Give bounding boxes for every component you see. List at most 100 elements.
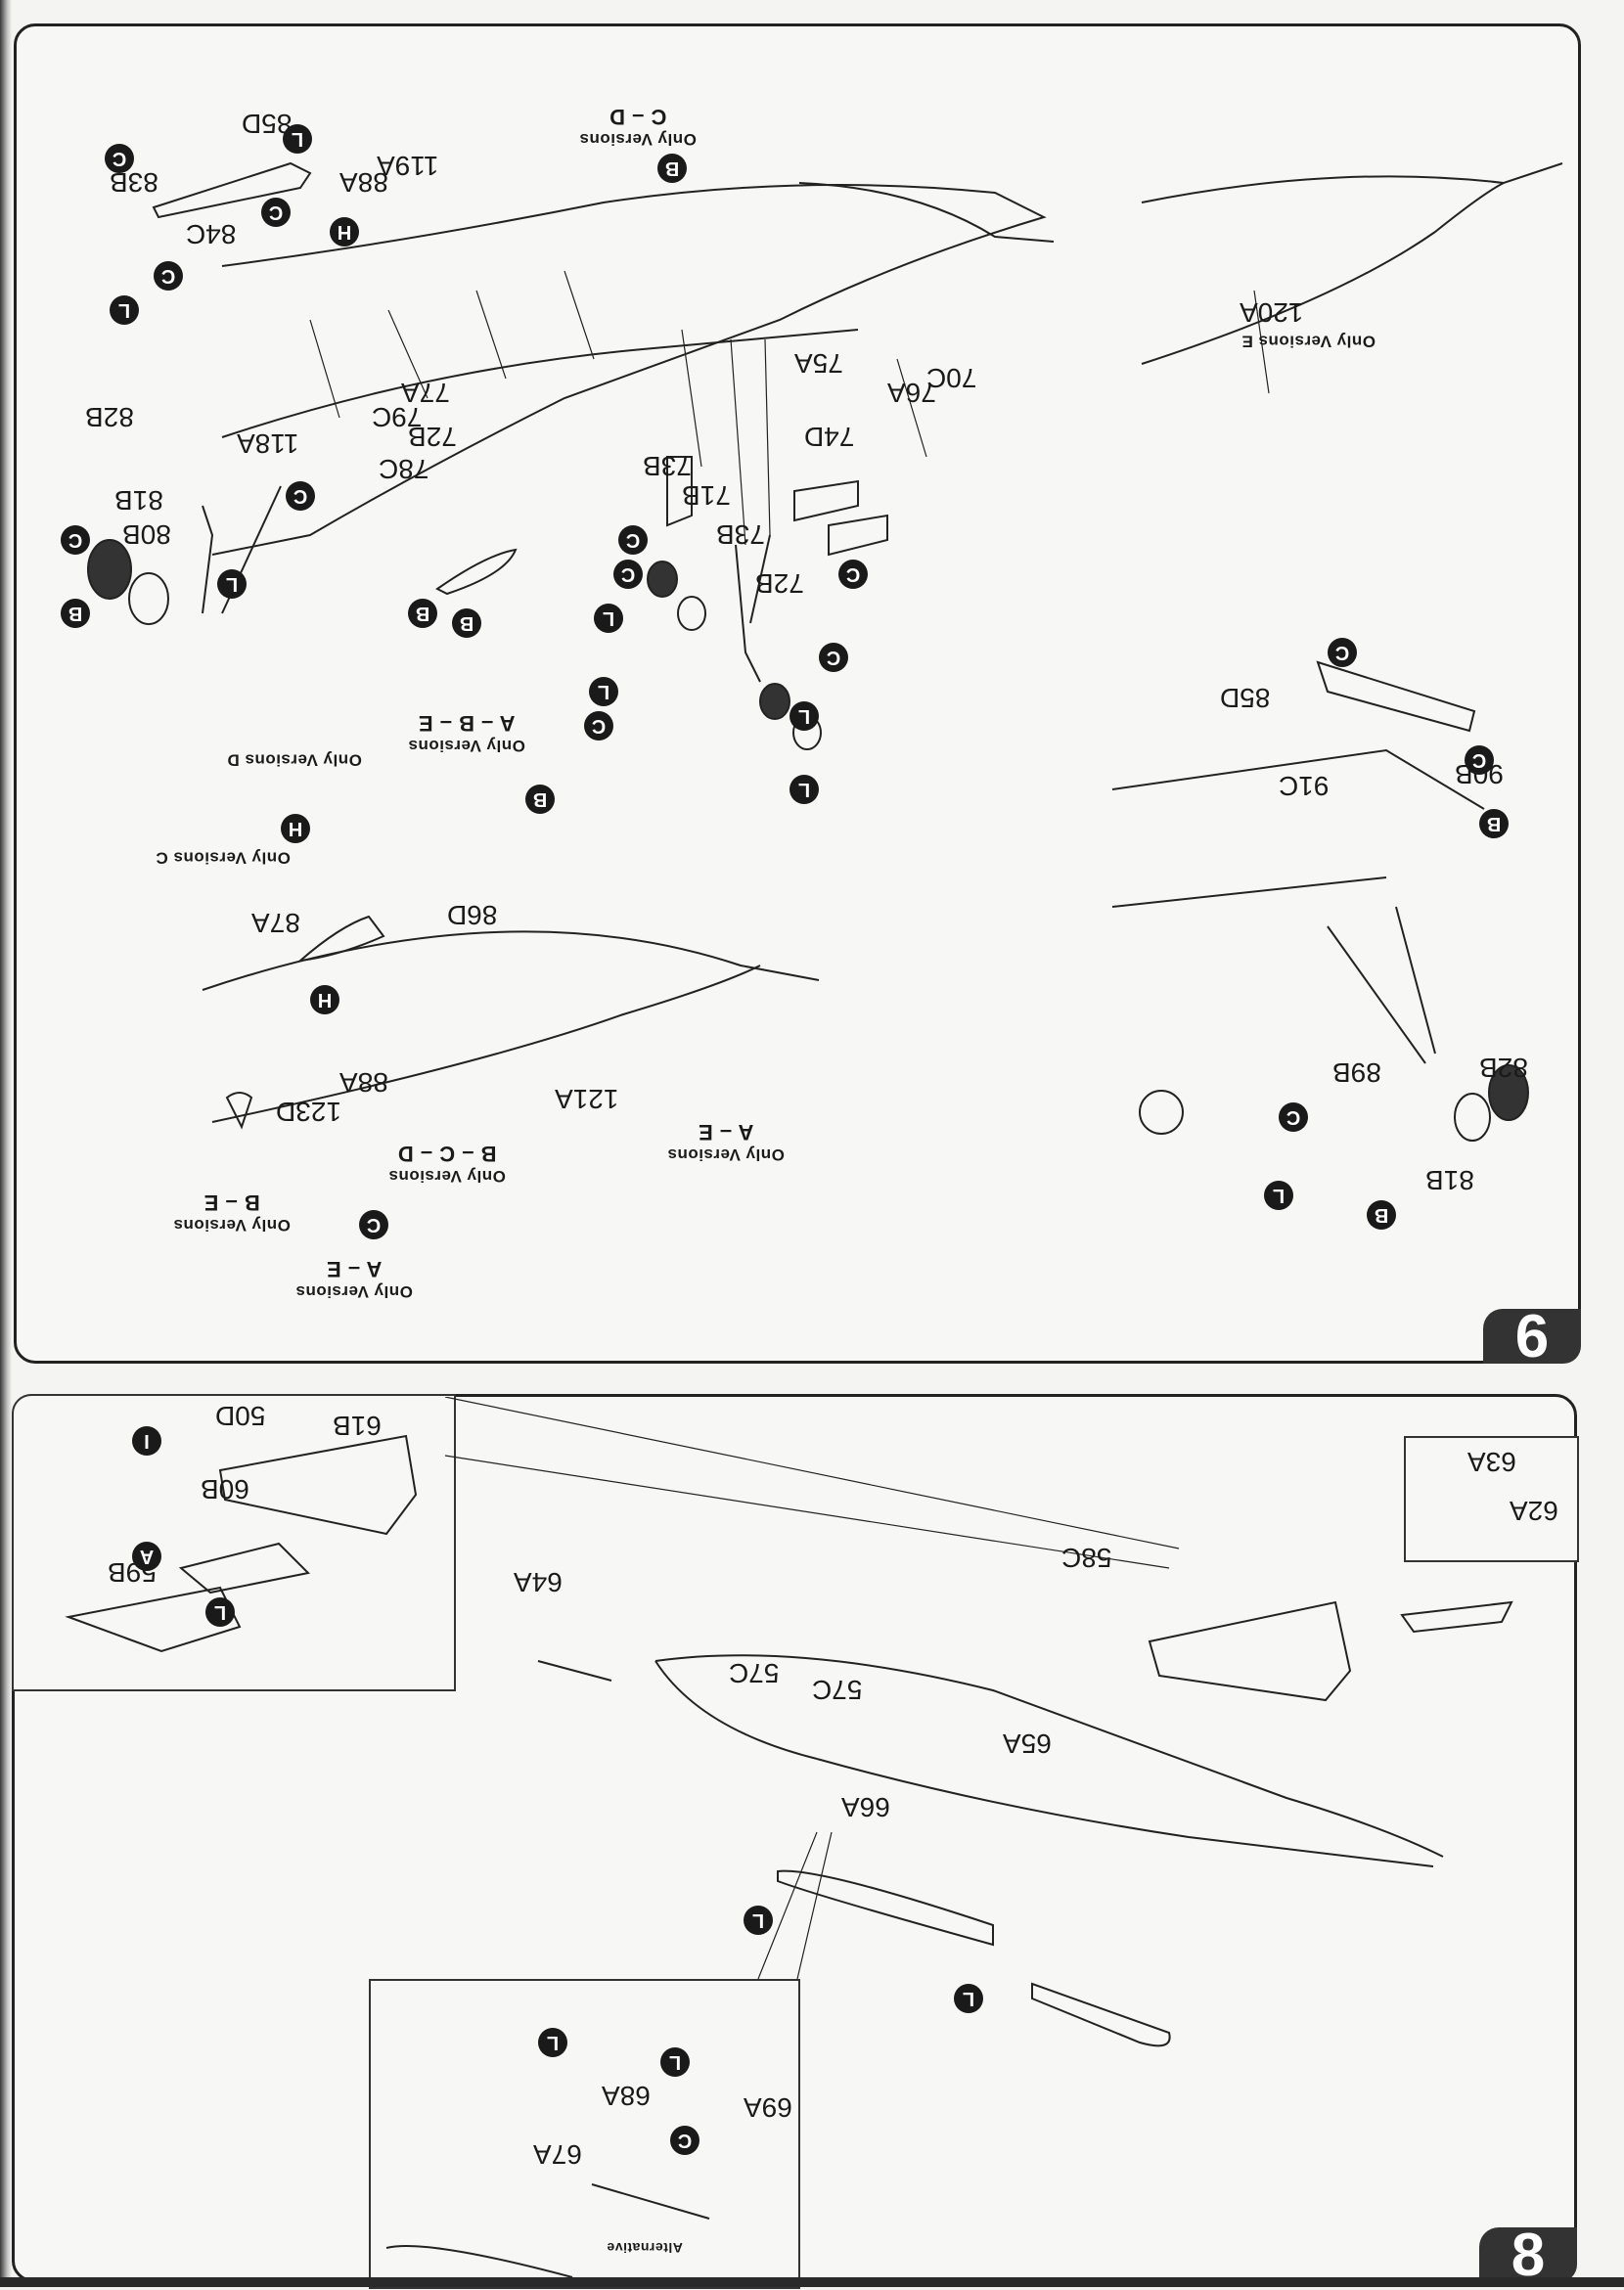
part-label-61b: 61B [333,1411,382,1441]
step-6-drawing [87,161,1563,1142]
note-versions-c-d: Only Versions C – D [579,105,697,149]
part-label-77a: 77A [401,378,450,408]
sprue-marker-c: C [286,481,315,511]
wheel-81b [128,572,169,625]
part-label-87a: 87A [251,908,300,938]
part-label-68a: 68A [602,2081,651,2111]
sprue-marker-l: L [110,295,139,325]
note-line: A – B – E [418,711,516,737]
wheel-73b-a [677,596,706,631]
part-label-121a: 121A [555,1084,619,1114]
sprue-marker-c: C [618,525,648,555]
note-versions-b-e: Only Versions B – E [173,1190,291,1235]
sprue-marker-c: C [613,560,643,589]
part-label-86d: 86D [447,900,498,930]
fuselage-main [654,1654,1444,1858]
nose-cone [798,182,1055,243]
sprue-marker-c: C [61,525,90,555]
sprue-marker-l: L [660,2047,690,2077]
fuselage-underside-outline [211,184,1047,556]
sprue-marker-c: C [838,560,868,589]
part-label-67a: 67A [533,2139,582,2170]
nose-gear-leg [735,534,771,683]
sprue-marker-c: C [261,198,291,227]
sprue-marker-c: C [105,144,134,173]
wheel-73b-b [759,683,790,720]
part-label-119a: 119A [377,151,439,181]
sprue-marker-b: B [1479,809,1509,838]
sprue-marker-b: B [61,599,90,628]
tail-panel-59b [65,1586,242,1653]
part-label-82b: 82B [85,402,134,432]
note-versions-a-e-lower: Only Versions A – E [295,1257,413,1301]
note-line: Only Versions [388,1166,506,1186]
step-8-panel: 50D 61B 60B 59B 64A 58C 57C 57C 66A 65A … [12,1394,1579,2289]
sprue-marker-c: C [1328,638,1357,667]
alt-pod-69a [591,2183,710,2220]
wheel-72b-a [647,561,678,598]
gear-leg-89b [1327,906,1436,1064]
part-label-72b-lower: 72B [755,568,804,599]
note-line: Alternative [607,2240,683,2257]
sprue-marker-l: L [744,1906,773,1935]
sprue-marker-l: L [1264,1181,1293,1210]
note-line: Only Versions [667,1145,785,1164]
sprue-marker-b: B [408,599,437,628]
note-versions-b-c-d: Only Versions B – C – D [388,1142,506,1186]
sprue-marker-b: B [525,785,555,814]
part-label-75a: 75A [794,348,843,379]
note-line: Only Versions E [1241,332,1376,351]
sprue-marker-a: A [132,1542,161,1571]
sprue-marker-l: L [954,1984,983,2013]
sprue-marker-l: L [538,2028,567,2057]
part-label-120a: 120A [1240,297,1304,328]
note-line: Only Versions [579,129,697,149]
door-76a [828,514,888,557]
sprue-marker-i: I [132,1426,161,1456]
door-90b [1316,660,1476,733]
sprue-marker-l: L [283,124,312,154]
alt-pod-67a [385,2245,573,2278]
part-label-118a: 118A [237,428,299,459]
fin-62a-63a [1400,1600,1513,1634]
note-line: A – E [698,1120,754,1145]
cone-be [225,1092,253,1130]
sprue-marker-b: B [452,608,481,638]
leader-to-alt-inset [757,1831,833,1980]
sprue-marker-b: B [657,154,687,183]
part-label-85d-right: 85D [1220,683,1271,713]
door-77a [666,456,693,527]
part-label-81b: 81B [114,485,163,516]
sprue-marker-h: H [330,217,359,247]
probe-64a [537,1660,612,1682]
page-binding-edge [0,0,12,2287]
part-label-88a-lower: 88A [339,1067,388,1098]
door-75a [793,479,859,522]
part-label-123d: 123D [276,1097,341,1127]
wheel-82b-right [1488,1064,1529,1121]
note-line: Only Versions D [227,750,362,770]
sprue-marker-l: L [589,677,618,706]
part-label-64a: 64A [514,1567,563,1597]
part-label-78c: 78C [379,454,429,484]
part-label-71b: 71B [682,480,731,511]
part-label-57c-right: 57C [812,1675,863,1705]
sprue-marker-c: C [154,261,183,291]
note-versions-d: Only Versions D [227,750,362,770]
sprue-marker-c: C [819,643,848,672]
step-6-panel: 83B 85D 84C 88A 119A 82B 81B 80B 118A 79… [14,23,1581,1370]
part-label-82b-right: 82B [1479,1053,1528,1083]
sprue-marker-l: L [789,775,819,804]
pod-118a [435,548,518,596]
nose-e-outline [1141,162,1563,203]
tail-panel-60b [178,1542,311,1594]
part-label-89b: 89B [1332,1057,1381,1088]
part-label-69a: 69A [744,2092,792,2123]
part-label-50d: 50D [215,1401,266,1431]
part-label-60b: 60B [201,1474,249,1504]
part-label-58c: 58C [1061,1543,1112,1573]
sprue-marker-c: C [584,711,613,741]
sprue-marker-c: C [670,2126,699,2155]
note-versions-c: Only Versions C [156,848,291,868]
fuselage-lower-line [221,329,859,438]
